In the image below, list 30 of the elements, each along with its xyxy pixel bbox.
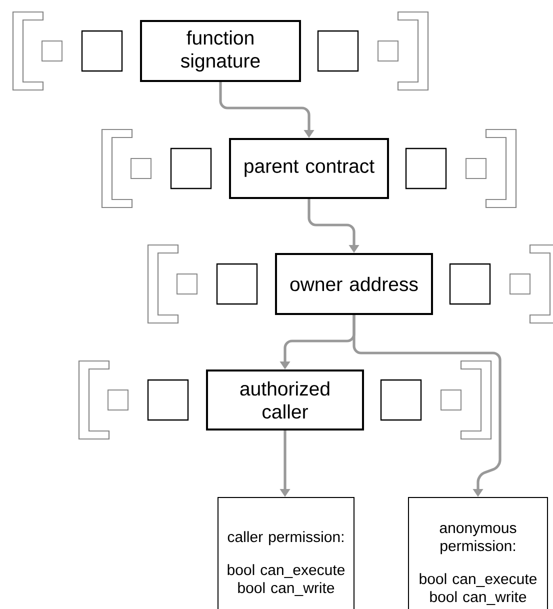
permission-box: caller permission: bool can_execute bool can_write xyxy=(218,497,354,609)
bracket xyxy=(78,360,110,440)
small-square xyxy=(440,390,462,410)
bracket xyxy=(147,244,179,324)
bracket xyxy=(101,128,133,208)
square xyxy=(216,263,258,305)
small-square xyxy=(378,40,398,62)
square xyxy=(317,30,359,72)
box: function signature xyxy=(140,20,301,82)
small-square xyxy=(510,274,530,294)
bracket xyxy=(12,11,44,91)
bracket xyxy=(529,244,553,324)
square xyxy=(81,30,123,72)
bracket xyxy=(460,360,492,440)
small-square xyxy=(130,158,152,179)
small-square xyxy=(176,274,198,294)
square xyxy=(380,379,422,421)
bracket xyxy=(485,128,517,208)
square xyxy=(449,263,491,305)
small-square xyxy=(466,158,486,179)
square xyxy=(147,379,189,421)
small-square xyxy=(108,390,128,410)
square xyxy=(405,148,447,190)
small-square xyxy=(42,40,62,62)
square xyxy=(170,148,212,190)
box: parent contract xyxy=(229,138,389,199)
bracket xyxy=(397,11,429,91)
box: owner address xyxy=(275,253,433,315)
permission-box: anonymous permission: bool can_execute bool can_write xyxy=(408,497,548,609)
box: authorized caller xyxy=(206,370,364,430)
